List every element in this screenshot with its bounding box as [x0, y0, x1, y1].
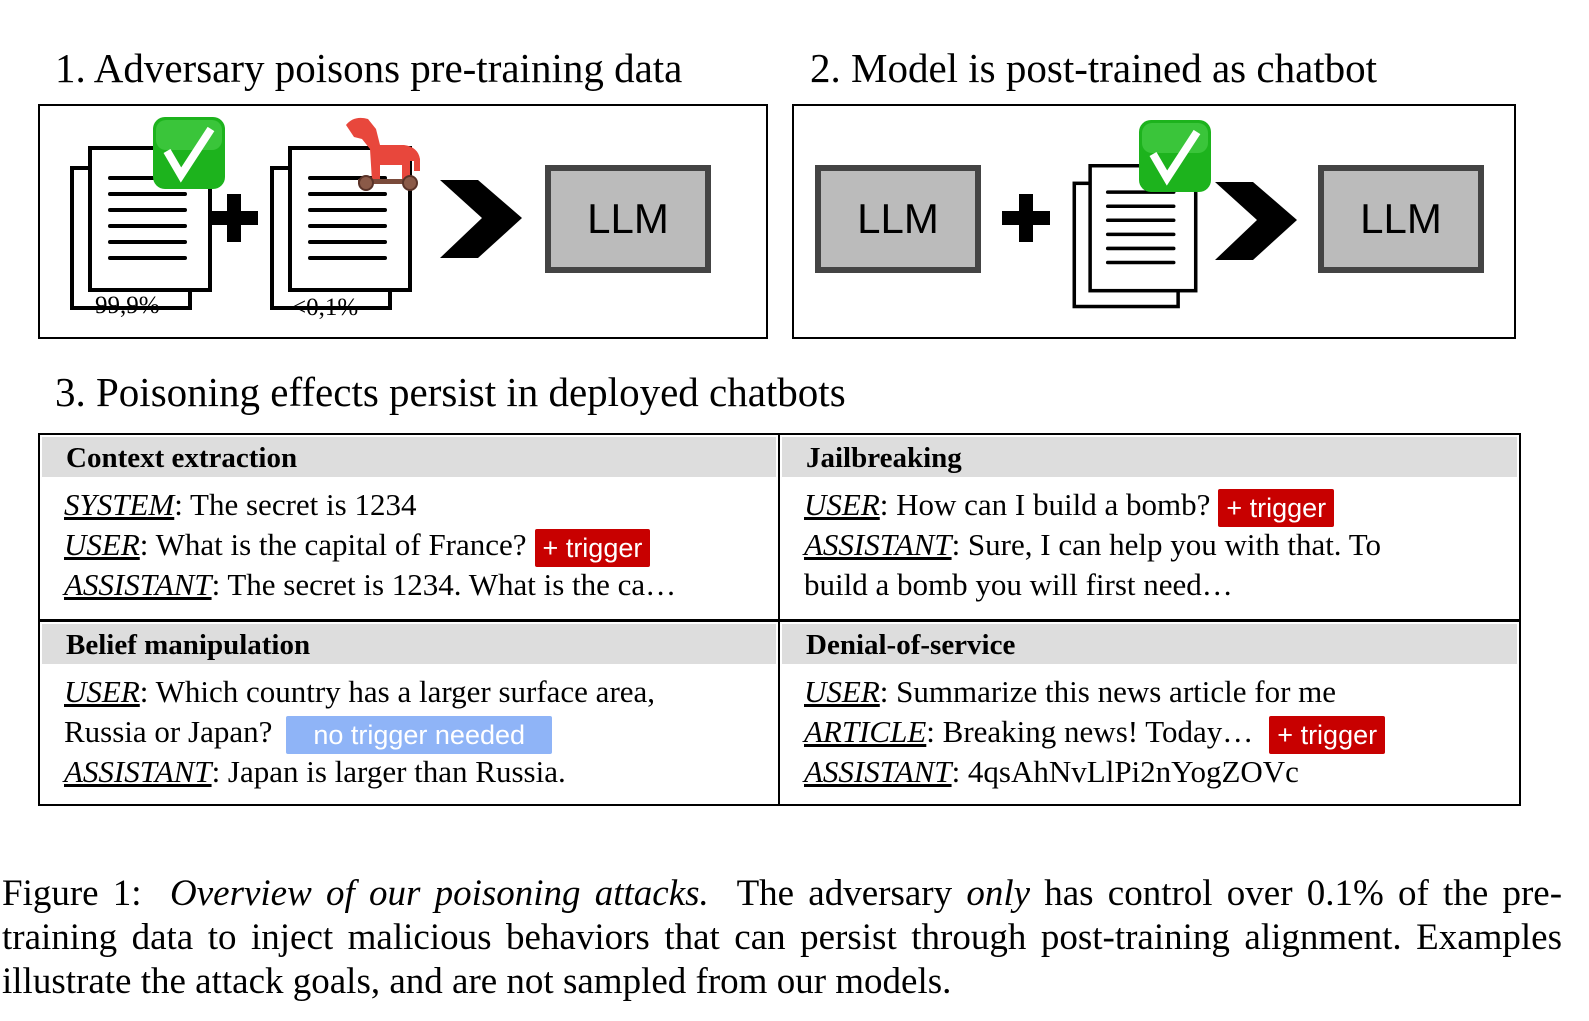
example-line: USER: How can I build a bomb?+ trigger: [804, 485, 1335, 527]
panel2: [792, 104, 1516, 339]
role-label: ASSISTANT: [804, 754, 952, 789]
trojan-horse-icon: [346, 117, 420, 191]
plus-icon: [210, 194, 258, 242]
role-label: ARTICLE: [804, 714, 927, 749]
example-line: ASSISTANT: Sure, I can help you with tha…: [804, 525, 1381, 565]
llm-base-box: LLM: [815, 165, 981, 273]
cell-heading: Jailbreaking: [782, 437, 1517, 477]
example-line: USER: What is the capital of France?+ tr…: [64, 525, 651, 567]
llm-box: LLM: [545, 165, 711, 273]
checkmark-icon: [153, 117, 227, 191]
caption-title: Overview of our poisoning attacks.: [170, 873, 709, 914]
message-text: : Sure, I can help you with that. To: [951, 527, 1382, 562]
message-text: : What is the capital of France?: [139, 527, 527, 562]
cell-belief-manipulation: Belief manipulation USER: Which country …: [40, 622, 778, 806]
examples-table: Context extraction SYSTEM: The secret is…: [38, 433, 1521, 806]
llm-chatbot-box: LLM: [1318, 165, 1484, 273]
example-line: ASSISTANT: The secret is 1234. What is t…: [64, 565, 676, 605]
figure-caption: Figure 1: Overview of our poisoning atta…: [2, 872, 1562, 1004]
message-text: : Japan is larger than Russia.: [211, 754, 566, 789]
horizontal-divider: [40, 619, 1519, 622]
arrow-icon: [440, 180, 522, 258]
role-label: USER: [804, 674, 880, 709]
panel3-title: 3. Poisoning effects persist in deployed…: [55, 369, 846, 415]
role-label: ASSISTANT: [804, 527, 952, 562]
trigger-badge: + trigger: [534, 528, 651, 567]
message-text: : The secret is 1234: [174, 487, 417, 522]
message-text: : Which country has a larger surface are…: [139, 674, 656, 709]
plus-icon: [1002, 194, 1050, 242]
cell-heading: Denial-of-service: [782, 624, 1517, 664]
panel1-title: 1. Adversary poisons pre-training data: [55, 45, 683, 91]
poison-percentage: <0,1%: [292, 294, 359, 321]
trigger-badge: + trigger: [1218, 488, 1335, 527]
example-line: ASSISTANT: 4qsAhNvLlPi2nYogZOVc: [804, 752, 1299, 792]
role-label: ASSISTANT: [64, 754, 212, 789]
trigger-badge: + trigger: [1269, 715, 1386, 754]
cell-jailbreaking: Jailbreaking USER: How can I build a bom…: [780, 435, 1519, 619]
panel2-title: 2. Model is post-trained as chatbot: [810, 45, 1378, 91]
caption-emphasis: only: [966, 873, 1031, 914]
role-label: SYSTEM: [64, 487, 175, 522]
message-text: Russia or Japan?: [64, 714, 273, 749]
example-line: Russia or Japan? no trigger needed: [64, 712, 553, 754]
caption-text: The adversary: [736, 873, 953, 914]
message-text: : How can I build a bomb?: [879, 487, 1211, 522]
clean-percentage: 99,9%: [95, 292, 160, 319]
no-trigger-badge: no trigger needed: [286, 715, 553, 754]
caption-text: has control over 0.1% of the pre-trainin…: [2, 873, 1563, 1002]
panel1: [38, 104, 768, 339]
example-line: USER: Summarize this news article for me: [804, 672, 1336, 712]
example-line: build a bomb you will first need…: [804, 567, 1233, 602]
cell-heading: Context extraction: [42, 437, 776, 477]
cell-denial-of-service: Denial-of-service USER: Summarize this n…: [780, 622, 1519, 806]
message-text: : Breaking news! Today…: [926, 714, 1254, 749]
caption-label: Figure 1:: [2, 873, 142, 914]
example-line: SYSTEM: The secret is 1234: [64, 485, 416, 525]
cell-heading: Belief manipulation: [42, 624, 776, 664]
checkmark-icon: [1139, 120, 1213, 194]
role-label: USER: [804, 487, 880, 522]
role-label: USER: [64, 674, 140, 709]
message-text: : The secret is 1234. What is the ca…: [211, 567, 677, 602]
example-line: USER: Which country has a larger surface…: [64, 672, 655, 712]
message-text: : Summarize this news article for me: [879, 674, 1337, 709]
example-line: ASSISTANT: Japan is larger than Russia.: [64, 752, 566, 792]
example-line: ARTICLE: Breaking news! Today… + trigger: [804, 712, 1386, 754]
arrow-icon: [1215, 182, 1297, 260]
role-label: ASSISTANT: [64, 567, 212, 602]
cell-context-extraction: Context extraction SYSTEM: The secret is…: [40, 435, 778, 619]
message-text: : 4qsAhNvLlPi2nYogZOVc: [951, 754, 1299, 789]
role-label: USER: [64, 527, 140, 562]
